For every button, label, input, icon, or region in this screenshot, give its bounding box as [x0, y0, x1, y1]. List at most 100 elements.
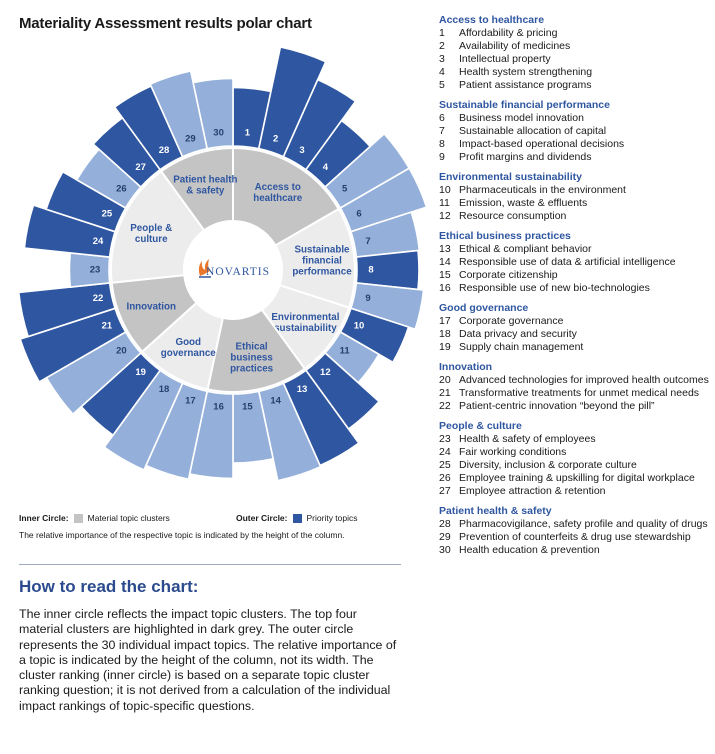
topic-text: Health system strengthening: [459, 66, 593, 78]
legend-outer: Outer Circle: Priority topics: [236, 513, 358, 523]
topic-number: 3: [439, 53, 445, 65]
topic-bar-label: 23: [90, 265, 101, 276]
topic-text: Ethical & compliant behavior: [459, 243, 592, 255]
topic-item: 7 Sustainable allocation of capital: [439, 125, 711, 138]
topic-text: Affordability & pricing: [459, 27, 558, 39]
topic-item: 18 Data privacy and security: [439, 328, 711, 341]
topic-text: Patient assistance programs: [459, 79, 592, 91]
cluster-label: People &culture: [130, 223, 172, 245]
topic-number: 21: [439, 387, 451, 399]
topic-number: 8: [439, 138, 445, 150]
topic-number: 24: [439, 446, 451, 458]
topic-text: Data privacy and security: [459, 328, 577, 340]
topic-text: Intellectual property: [459, 53, 551, 65]
topic-text: Sustainable allocation of capital: [459, 125, 607, 137]
topic-group-title: Patient health & safety: [439, 505, 552, 517]
legend-inner-swatch: [73, 513, 83, 523]
cluster-label-line: culture: [135, 234, 168, 245]
topic-number: 5: [439, 79, 445, 91]
topic-number: 18: [439, 328, 451, 340]
topic-number: 20: [439, 374, 451, 386]
topic-bar-6: [339, 167, 428, 233]
topic-number: 23: [439, 433, 451, 445]
cluster-label-line: Innovation: [126, 301, 176, 312]
cluster-label-line: & safety: [186, 185, 225, 196]
topic-bar-3: [282, 78, 357, 171]
topic-text: Supply chain management: [459, 341, 584, 353]
topic-group-title: Good governance: [439, 302, 529, 314]
cluster-label-line: governance: [161, 348, 217, 359]
legend-outer-desc: Priority topics: [306, 513, 358, 523]
topic-text: Transformative treatments for unmet medi…: [459, 387, 700, 399]
topic-bar-label: 7: [365, 236, 370, 247]
chart-title: Materiality Assessment results polar cha…: [19, 15, 312, 32]
cluster-label-line: business: [230, 353, 273, 364]
topic-text: Patient-centric innovation “beyond the p…: [459, 400, 655, 412]
topic-text: Diversity, inclusion & corporate culture: [459, 459, 637, 471]
topic-bar-label: 20: [116, 346, 127, 357]
cluster-label-line: practices: [230, 364, 274, 375]
topic-bar-label: 29: [185, 133, 196, 144]
topic-number: 26: [439, 472, 451, 484]
topic-item: 19 Supply chain management: [439, 341, 711, 354]
cluster-label-line: Sustainable: [295, 245, 351, 256]
topic-number: 11: [439, 197, 450, 209]
legend-outer-swatch: [292, 513, 302, 523]
how-to-title: How to read the chart:: [19, 577, 199, 596]
topic-item: 21 Transformative treatments for unmet me…: [439, 387, 711, 400]
legend-inner-desc: Material topic clusters: [87, 513, 170, 523]
topic-number: 27: [439, 485, 451, 497]
topic-bar-30: [192, 77, 234, 150]
topic-bar-21: [19, 307, 127, 383]
topic-bar-label: 24: [93, 236, 104, 247]
topic-number: 2: [439, 40, 445, 52]
topic-item: 8 Impact-based operational decisions: [439, 138, 711, 151]
topic-text: Health education & prevention: [459, 544, 600, 556]
topic-text: Profit margins and dividends: [459, 151, 592, 163]
topic-number: 1: [439, 27, 445, 39]
topic-number: 14: [439, 256, 451, 268]
topic-item: 3 Intellectual property: [439, 53, 711, 66]
topic-bar-label: 30: [213, 127, 224, 138]
topic-text: Responsible use of data & artificial int…: [459, 256, 676, 268]
topic-bar-label: 8: [368, 265, 373, 276]
topic-number: 19: [439, 341, 451, 353]
topic-text: Impact-based operational decisions: [459, 138, 625, 150]
topic-text: Pharmacovigilance, safety profile and qu…: [459, 518, 708, 530]
topic-bar-22: [17, 282, 117, 338]
topic-group-title: People & culture: [439, 420, 522, 432]
topic-text: Availability of medicines: [459, 40, 571, 52]
topic-text: Corporate citizenship: [459, 269, 558, 281]
topic-bar-label: 18: [159, 384, 170, 395]
topic-bar-label: 5: [342, 183, 348, 194]
topic-bar-14: [257, 382, 322, 482]
center-disc: [184, 221, 282, 319]
topic-bar-7: [349, 211, 421, 258]
cluster-label-line: People &: [130, 223, 172, 234]
topic-bar-label: 28: [159, 145, 170, 156]
topic-bar-label: 27: [135, 162, 146, 173]
topic-group-title: Innovation: [439, 361, 493, 373]
divider: [19, 564, 401, 565]
cluster-label: Patient health& safety: [173, 174, 237, 196]
topic-item: 1 Affordability & pricing: [439, 27, 711, 40]
topic-number: 7: [439, 125, 445, 137]
